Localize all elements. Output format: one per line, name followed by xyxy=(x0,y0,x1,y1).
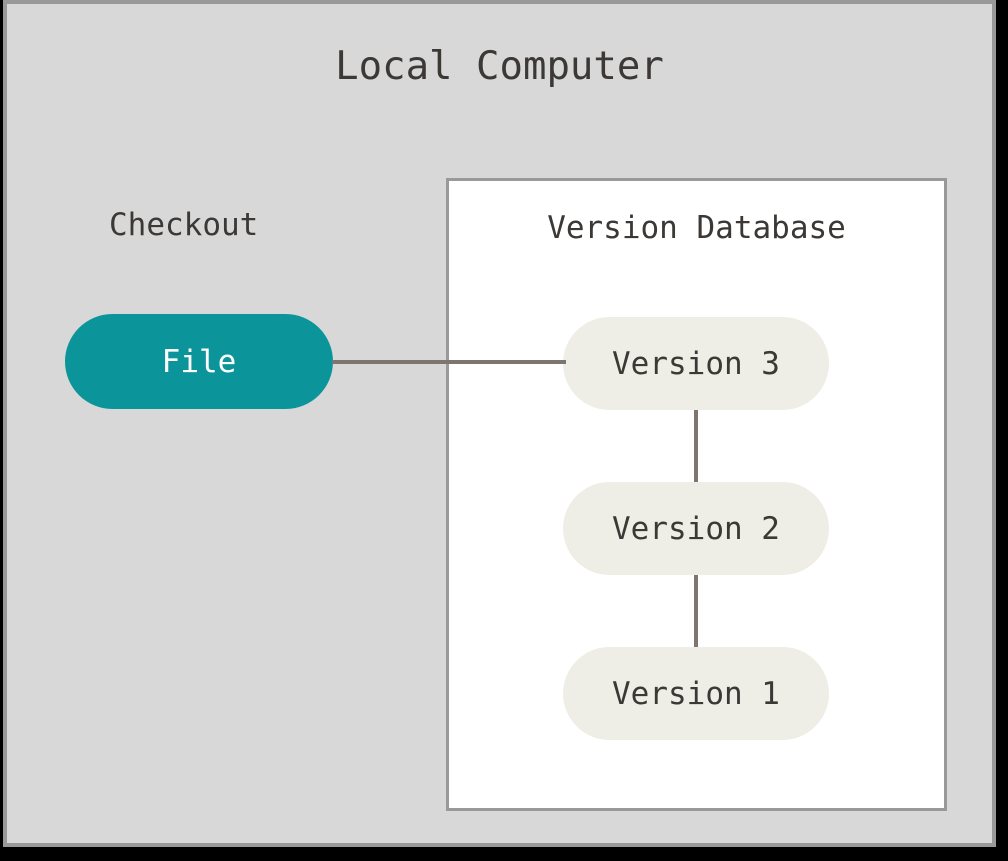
node-version-1[interactable]: Version 1 xyxy=(563,647,829,740)
version-database-title: Version Database xyxy=(547,210,846,246)
node-version-2-label: Version 2 xyxy=(612,510,780,547)
checkout-group-label: Checkout xyxy=(109,207,259,243)
node-version-3[interactable]: Version 3 xyxy=(563,317,829,410)
edge-file-to-version-3 xyxy=(332,360,566,364)
node-version-3-label: Version 3 xyxy=(612,345,780,382)
node-version-1-label: Version 1 xyxy=(612,675,780,712)
page-title: Local Computer xyxy=(335,44,664,89)
edge-version-2-to-version-1 xyxy=(694,572,698,650)
node-version-2[interactable]: Version 2 xyxy=(563,482,829,575)
version-database-subgraph: Version Database Version 3 Version 2 Ver… xyxy=(446,178,947,811)
node-file[interactable]: File xyxy=(65,314,333,409)
local-computer-panel: Local Computer Checkout File Version Dat… xyxy=(3,0,996,847)
node-file-label: File xyxy=(161,343,237,380)
edge-version-3-to-version-2 xyxy=(694,407,698,485)
